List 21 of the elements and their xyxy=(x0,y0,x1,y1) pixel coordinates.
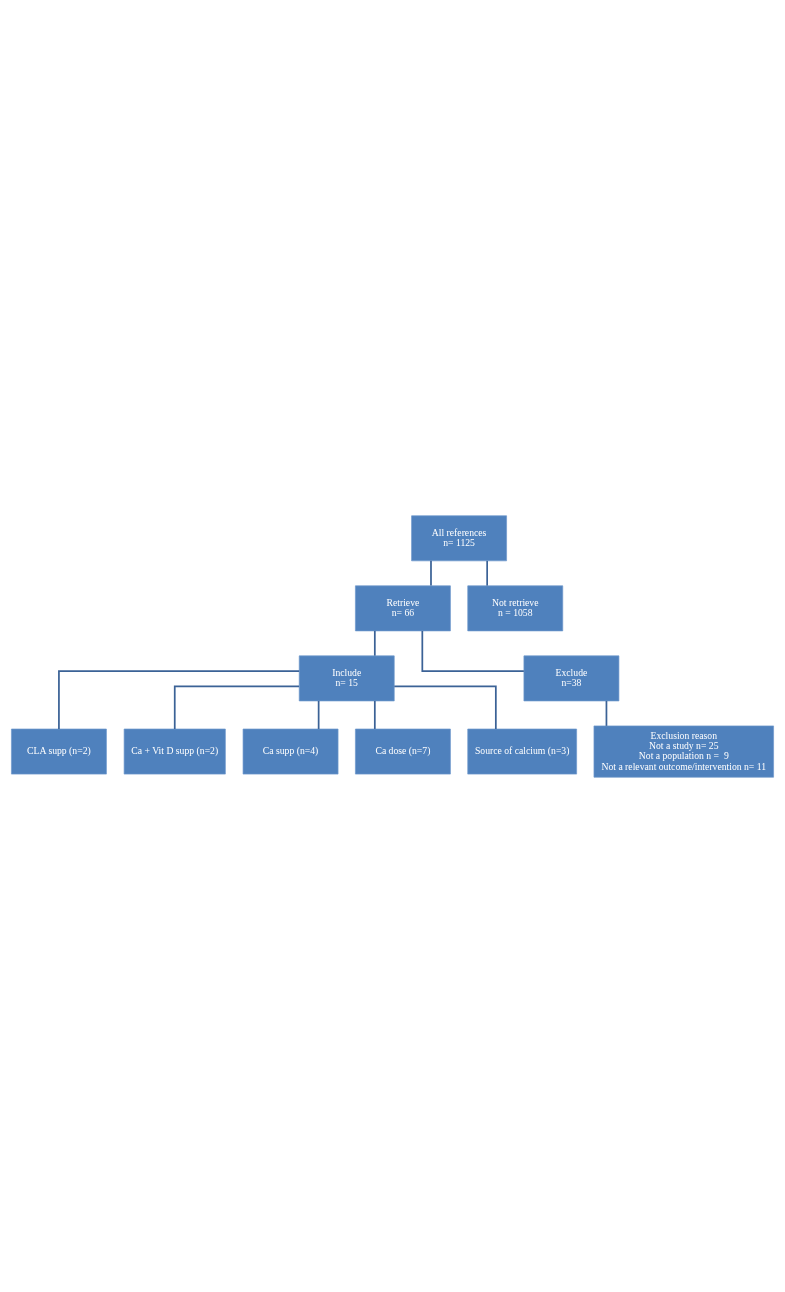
connector xyxy=(58,669,301,730)
connector xyxy=(486,559,489,586)
connector xyxy=(430,559,432,586)
node-box: Source of calcium (n=3) xyxy=(467,728,577,774)
node-box: Ca dose (n=7) xyxy=(355,728,451,774)
node-box: Exclusion reason Not a study n= 25 Not a population n = 9 Not a relevant outcome/intervention n= 11 xyxy=(593,725,774,778)
node-box: Exclude n=38 xyxy=(523,655,620,701)
connector xyxy=(605,699,608,727)
node-box: Retrieve n= 66 xyxy=(355,584,451,631)
connector xyxy=(317,699,320,730)
node-box: Include n= 15 xyxy=(298,655,395,701)
node-box: Ca + Vit D supp (n=2) xyxy=(123,728,226,774)
connector xyxy=(393,685,497,730)
connector xyxy=(173,685,300,730)
node-box: Not retrieve n = 1058 xyxy=(467,584,564,631)
connector xyxy=(373,629,376,656)
node-box: CLA supp (n=2) xyxy=(11,728,107,774)
connector xyxy=(421,629,525,672)
connector xyxy=(373,699,376,730)
node-box: All references n= 1125 xyxy=(411,514,507,561)
node-box: Ca supp (n=4) xyxy=(242,728,339,774)
